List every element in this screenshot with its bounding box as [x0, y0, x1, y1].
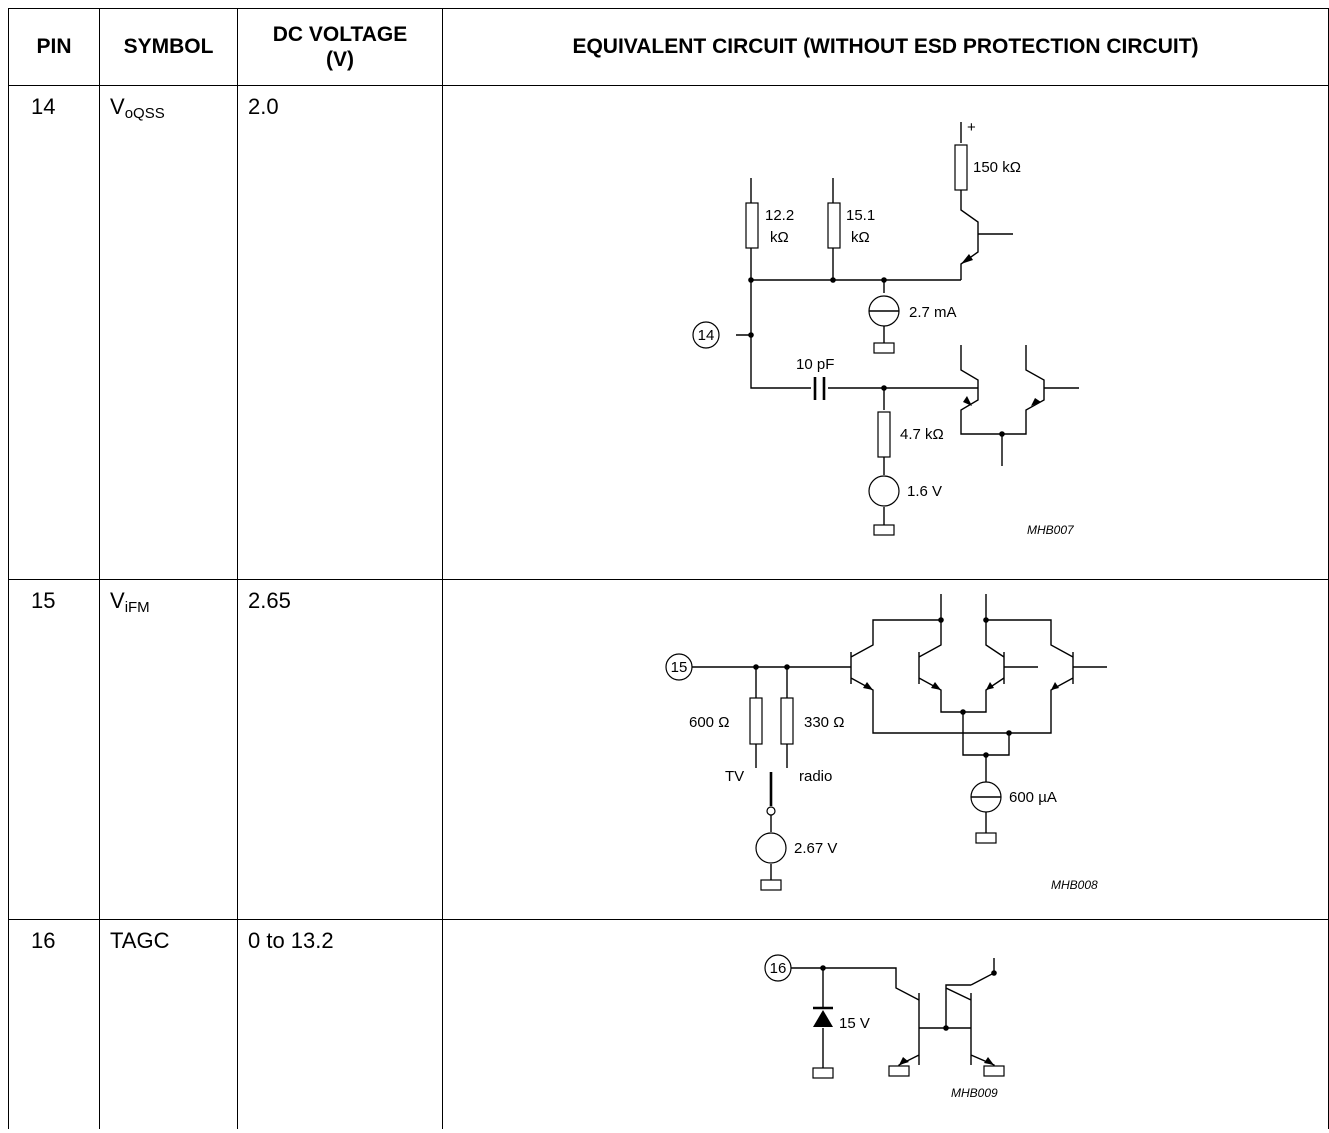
symbol-main: V: [110, 94, 125, 119]
symbol-sub: oQSS: [124, 105, 165, 122]
header-row: PIN SYMBOL DC VOLTAGE (V) EQUIVALENT CIR…: [8, 8, 1329, 86]
circuit-cell: + 150 kΩ 12.2 kΩ 15.1 kΩ 2.7 mA 14 10 pF…: [442, 85, 1329, 580]
r2-value: 15.1: [846, 207, 875, 224]
zener-label: 15 V: [839, 1015, 870, 1032]
pin-label: 16: [770, 960, 787, 977]
r1-label: 600 Ω: [689, 714, 729, 731]
symbol-cell: ViFM: [99, 579, 238, 920]
header-symbol: SYMBOL: [99, 8, 238, 86]
r2-label: 330 Ω: [804, 714, 844, 731]
figure-code: MHB007: [1027, 523, 1075, 537]
tv-label: TV: [725, 768, 744, 785]
pin-label: 14: [698, 327, 715, 344]
circuit-mhb009: 16 15 V MHB009: [764, 954, 1005, 1100]
header-circuit: EQUIVALENT CIRCUIT (WITHOUT ESD PROTECTI…: [442, 8, 1329, 86]
figure-code: MHB009: [951, 1086, 998, 1100]
pin-cell: 16: [8, 919, 100, 1129]
header-dc-voltage-line1: DC VOLTAGE: [272, 22, 408, 46]
table-row: 16 TAGC 0 to 13.2: [8, 919, 1329, 1129]
circuit-mhb007: + 150 kΩ 12.2 kΩ 15.1 kΩ 2.7 mA 14 10 pF…: [692, 119, 1079, 537]
pin-label: 15: [671, 659, 688, 676]
voltage-cell: 0 to 13.2: [237, 919, 443, 1129]
r-bottom-label: 4.7 kΩ: [900, 426, 944, 443]
vsrc-label: 1.6 V: [907, 483, 942, 500]
symbol-cell: TAGC: [99, 919, 238, 1129]
symbol-cell: VoQSS: [99, 85, 238, 580]
radio-label: radio: [799, 768, 832, 785]
symbol-main: TAGC: [110, 928, 170, 953]
voltage-cell: 2.65: [237, 579, 443, 920]
r1-value: 12.2: [765, 207, 794, 224]
circuit-cell: 16 15 V MHB009: [442, 919, 1329, 1129]
current-label: 2.7 mA: [909, 304, 957, 321]
plus-label: +: [967, 119, 976, 136]
pin-cell: 15: [8, 579, 100, 920]
header-pin: PIN: [8, 8, 100, 86]
header-dc-voltage-line2: (V): [326, 48, 354, 71]
voltage-cell: 2.0: [237, 85, 443, 580]
cap-label: 10 pF: [796, 356, 834, 373]
r-top-label: 150 kΩ: [973, 159, 1021, 176]
r2-unit: kΩ: [851, 229, 870, 246]
circuit-cell: 15 600 Ω 330 Ω TV radio 600 µA 2.67 V MH…: [442, 579, 1329, 920]
pin-cell: 14: [8, 85, 100, 580]
vsrc-label: 2.67 V: [794, 840, 837, 857]
r1-unit: kΩ: [770, 229, 789, 246]
symbol-main: V: [110, 588, 125, 613]
current-label: 600 µA: [1009, 789, 1057, 806]
header-dc-voltage: DC VOLTAGE (V): [237, 8, 443, 86]
table-row: 14 VoQSS 2.0: [8, 85, 1329, 580]
pin-table: PIN SYMBOL DC VOLTAGE (V) EQUIVALENT CIR…: [8, 8, 1329, 1129]
figure-code: MHB008: [1051, 878, 1098, 892]
table-row: 15 ViFM 2.65: [8, 579, 1329, 920]
circuit-mhb008: 15 600 Ω 330 Ω TV radio 600 µA 2.67 V MH…: [665, 594, 1107, 892]
symbol-sub: iFM: [124, 599, 150, 616]
